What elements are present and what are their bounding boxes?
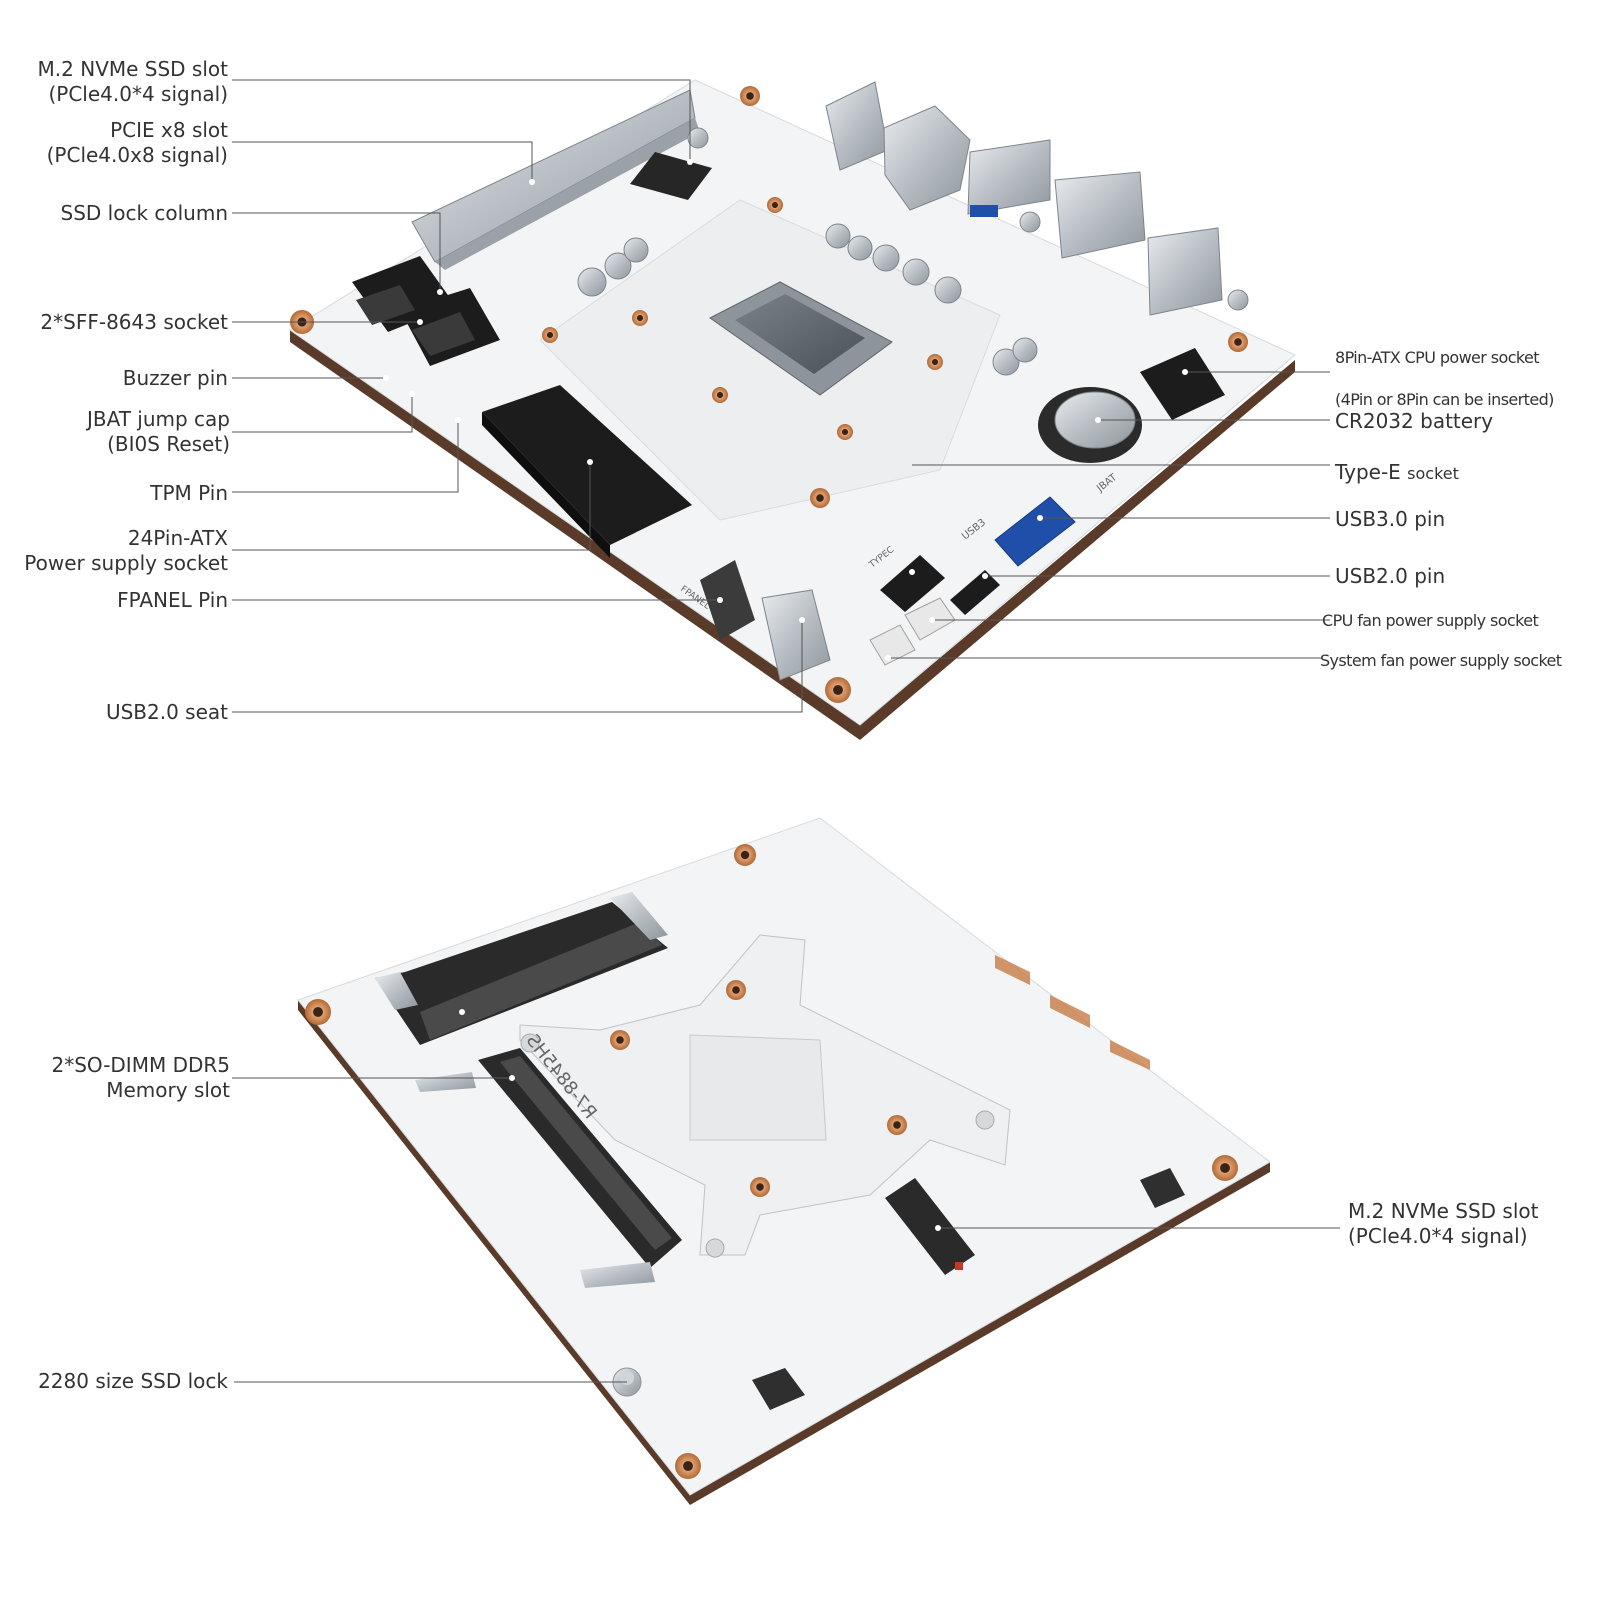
atx8-shape — [1140, 348, 1225, 420]
label-ssd-lock-column: SSD lock column — [60, 201, 229, 225]
label-jbat: JBAT jump cap (BI0S Reset) — [86, 407, 230, 456]
label-m2-bottom: M.2 NVMe SSD slot (PCle4.0*4 signal) — [1348, 1199, 1539, 1248]
label-fpanel: FPANEL Pin — [117, 588, 228, 612]
bottom-leader-dots — [459, 1009, 941, 1231]
m2-bottom-slot-shape — [885, 1178, 975, 1275]
label-usb30: USB3.0 pin — [1335, 507, 1446, 531]
label-type-e: Type-E socket — [1335, 460, 1459, 484]
usb30-header-shape — [994, 496, 1076, 567]
label-atx24: 24Pin-ATX Power supply socket — [24, 526, 228, 575]
capacitors — [577, 127, 1249, 376]
label-tpm: TPM Pin — [150, 481, 228, 505]
label-sff-8643: 2*SFF-8643 socket — [40, 310, 228, 334]
atx24-shape — [482, 385, 692, 558]
battery-shape — [1038, 387, 1142, 463]
label-ssd-lock: 2280 size SSD lock — [38, 1369, 228, 1393]
copper-edge-pads — [995, 955, 1150, 1070]
label-battery: CR2032 battery — [1335, 409, 1494, 433]
type-e-shape — [880, 555, 945, 612]
top-leader-dots — [383, 159, 1188, 661]
rear-io-shape — [825, 81, 1223, 316]
label-m2-top: M.2 NVMe SSD slot (PCle4.0*4 signal) — [37, 57, 228, 106]
label-buzzer: Buzzer pin — [122, 366, 228, 390]
sodimm-slot-1-shape — [375, 892, 668, 1045]
label-cpu-fan: CPU fan power supply socket — [1322, 611, 1539, 630]
label-atx8: 8Pin-ATX CPU power socket — [1335, 348, 1540, 367]
bottom-leader-lines — [232, 1077, 1340, 1383]
top-board-edge — [290, 330, 1295, 740]
label-usb20-seat: USB2.0 seat — [105, 700, 228, 724]
top-board: JBAT USB3 TYPEC FPANEL — [289, 79, 1296, 740]
fpanel-shape — [700, 560, 755, 640]
sys-fan-shape — [869, 624, 916, 666]
label-pcie-x8: PCIE x8 slot (PCle4.0x8 signal) — [46, 118, 228, 167]
label-atx8-note: (4Pin or 8Pin can be inserted) — [1335, 390, 1554, 409]
cpu-shape — [709, 281, 893, 396]
chip-cluster — [1140, 1168, 1185, 1208]
bottom-board: R7-8845HS — [297, 817, 1271, 1505]
label-sodimm: 2*SO-DIMM DDR5 Memory slot — [51, 1053, 230, 1102]
label-sys-fan: System fan power supply socket — [1320, 651, 1562, 670]
bottom-board-edge — [298, 1000, 1270, 1505]
top-leader-lines — [232, 79, 1330, 713]
usb20-seat-shape — [761, 589, 831, 681]
sodimm-slot-2-shape — [415, 1048, 682, 1288]
usb20-pin-shape — [950, 570, 1000, 615]
sff-8643-shape — [352, 256, 500, 366]
bottom-mounting-holes — [305, 844, 1238, 1479]
label-usb20: USB2.0 pin — [1335, 564, 1446, 588]
